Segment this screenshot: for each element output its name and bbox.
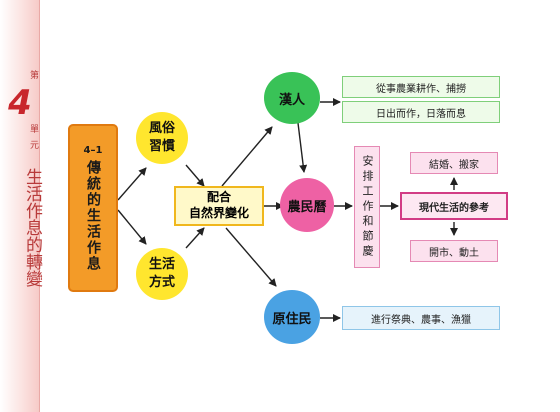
chapter-number: 4: [8, 83, 32, 123]
center-line1: 配合: [206, 190, 231, 205]
arrow-center-to-indigenous: [225, 227, 277, 287]
center-line2: 自然界變化: [188, 206, 249, 220]
arrow-han-to-calendar: [297, 122, 308, 173]
calendar-circle: 農民曆: [280, 178, 334, 232]
modern-below-box: 開市、動土: [410, 240, 498, 262]
arrow-lifestyle-to-center: [185, 227, 205, 249]
unit-title: 生活作息的轉變: [22, 168, 42, 287]
arrow-source-to-lifestyle: [117, 209, 147, 245]
center-box: 配合 自然界變化: [174, 186, 264, 226]
source-box: 4–1 傳統的生活作息: [68, 124, 118, 292]
arrange-box: 安排工作和節慶: [354, 146, 380, 268]
unit-char: 單: [28, 124, 38, 133]
unit-char-2: 元: [28, 140, 38, 149]
arrow-center-to-han: [221, 126, 273, 187]
source-label: 4–1: [83, 144, 103, 156]
arrow-source-to-custom: [117, 167, 147, 201]
arrow-custom-to-center: [185, 164, 205, 187]
chapter-char: 第: [28, 70, 38, 79]
indigenous-circle: 原住民: [264, 290, 320, 344]
custom-circle: 風俗習慣: [136, 112, 188, 164]
chapter-sidebar: [0, 0, 40, 412]
indigenous-item: 進行祭典、農事、漁獵: [342, 306, 500, 330]
lifestyle-circle: 生活方式: [136, 248, 188, 300]
modern-above-box: 結婚、搬家: [410, 152, 498, 174]
han-item-2: 日出而作，日落而息: [342, 101, 500, 123]
modern-box: 現代生活的參考: [400, 192, 508, 220]
source-title: 傳統的生活作息: [85, 159, 101, 272]
sidebar-divider: [39, 0, 40, 412]
han-circle: 漢人: [264, 72, 320, 124]
han-item-1: 從事農業耕作、捕撈: [342, 76, 500, 98]
